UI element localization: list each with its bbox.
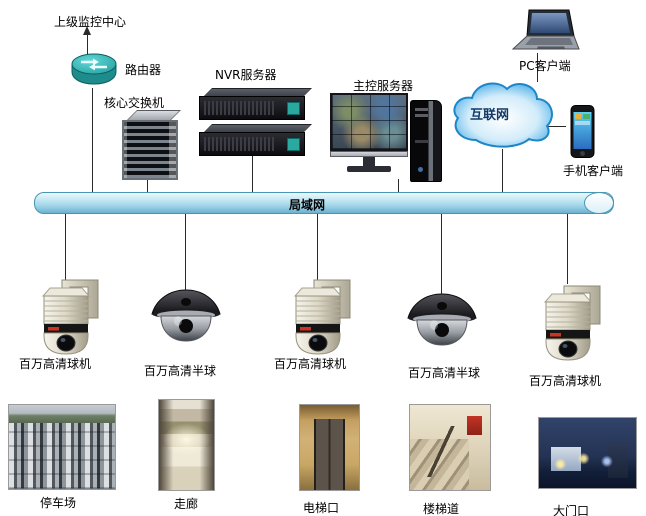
main-server-label: 主控服务器 <box>353 79 414 93</box>
connector-lan-camera-5 <box>567 212 568 284</box>
scene-label: 大门口 <box>553 504 590 516</box>
connector-laptop-cloud <box>537 53 538 82</box>
lan-label: 局域网 <box>289 198 326 212</box>
connector-center-router <box>87 34 88 54</box>
scene-label: 楼梯道 <box>423 502 460 516</box>
nvr-logo-badge <box>287 138 300 151</box>
camera-label: 百万高清半球 <box>144 364 217 378</box>
scene-label: 停车场 <box>40 496 77 510</box>
scene-photo-gate <box>538 417 637 489</box>
camera-speed-dome-3 <box>530 280 614 364</box>
monitor-stand <box>363 157 375 166</box>
router-label: 路由器 <box>125 63 162 77</box>
nvr-rack-unit-2 <box>199 124 312 156</box>
monitor-base <box>347 166 391 172</box>
lan-bus <box>34 192 614 214</box>
mobile-client-label: 手机客户端 <box>563 164 624 178</box>
pc-tower-icon <box>410 100 442 182</box>
camera-mini-dome-1 <box>147 287 225 347</box>
nvr-front-face <box>199 96 305 120</box>
camera-mini-dome-2 <box>403 291 481 351</box>
monitor-icon <box>329 93 409 179</box>
scene-label: 电梯口 <box>303 501 340 515</box>
connector-lan-camera-4 <box>441 212 442 296</box>
laptop-icon <box>508 8 582 56</box>
scene-photo-parking <box>8 404 116 490</box>
smartphone-icon <box>566 104 598 160</box>
core-switch-icon <box>122 110 182 180</box>
scene-label: 走廊 <box>174 497 199 511</box>
superior-center-label: 上级监控中心 <box>54 15 127 29</box>
camera-speed-dome-2 <box>280 274 364 358</box>
switch-front-face <box>122 120 178 180</box>
connector-server-lan <box>398 179 399 192</box>
scene-photo-corridor <box>158 399 215 491</box>
arrow-up-icon <box>83 26 91 35</box>
nvr-logo-badge <box>287 102 300 115</box>
connector-phone-cloud <box>548 126 566 127</box>
camera-label: 百万高清半球 <box>408 366 481 380</box>
monitor-chin <box>330 151 408 157</box>
nvr-server-label: NVR服务器 <box>215 68 277 82</box>
connector-lan-camera-2 <box>185 212 186 292</box>
internet-label: 互联网 <box>470 108 510 123</box>
scene-photo-elevator <box>299 404 360 491</box>
monitor-screen <box>330 93 408 151</box>
scene-photo-stairway <box>409 404 491 491</box>
core-switch-label: 核心交换机 <box>104 96 165 110</box>
nvr-rack-unit-1 <box>199 88 312 120</box>
camera-label: 百万高清球机 <box>274 357 347 371</box>
router-icon <box>68 50 120 88</box>
nvr-vents <box>204 137 274 151</box>
nvr-front-face <box>199 132 305 156</box>
connector-lan-camera-1 <box>65 212 66 280</box>
connector-cloud-lan <box>502 149 503 192</box>
connector-switch-lan <box>147 174 148 192</box>
camera-label: 百万高清球机 <box>19 357 92 371</box>
camera-label: 百万高清球机 <box>529 374 602 388</box>
connector-lan-camera-3 <box>317 212 318 280</box>
lan-bus-end-cap <box>584 192 614 214</box>
camera-speed-dome-1 <box>28 274 112 358</box>
connector-router-lan <box>92 88 93 192</box>
cloud-icon <box>446 74 558 152</box>
connector-nvr-lan <box>252 152 253 192</box>
pc-client-label: PC客户端 <box>519 59 571 73</box>
nvr-vents <box>204 101 274 115</box>
